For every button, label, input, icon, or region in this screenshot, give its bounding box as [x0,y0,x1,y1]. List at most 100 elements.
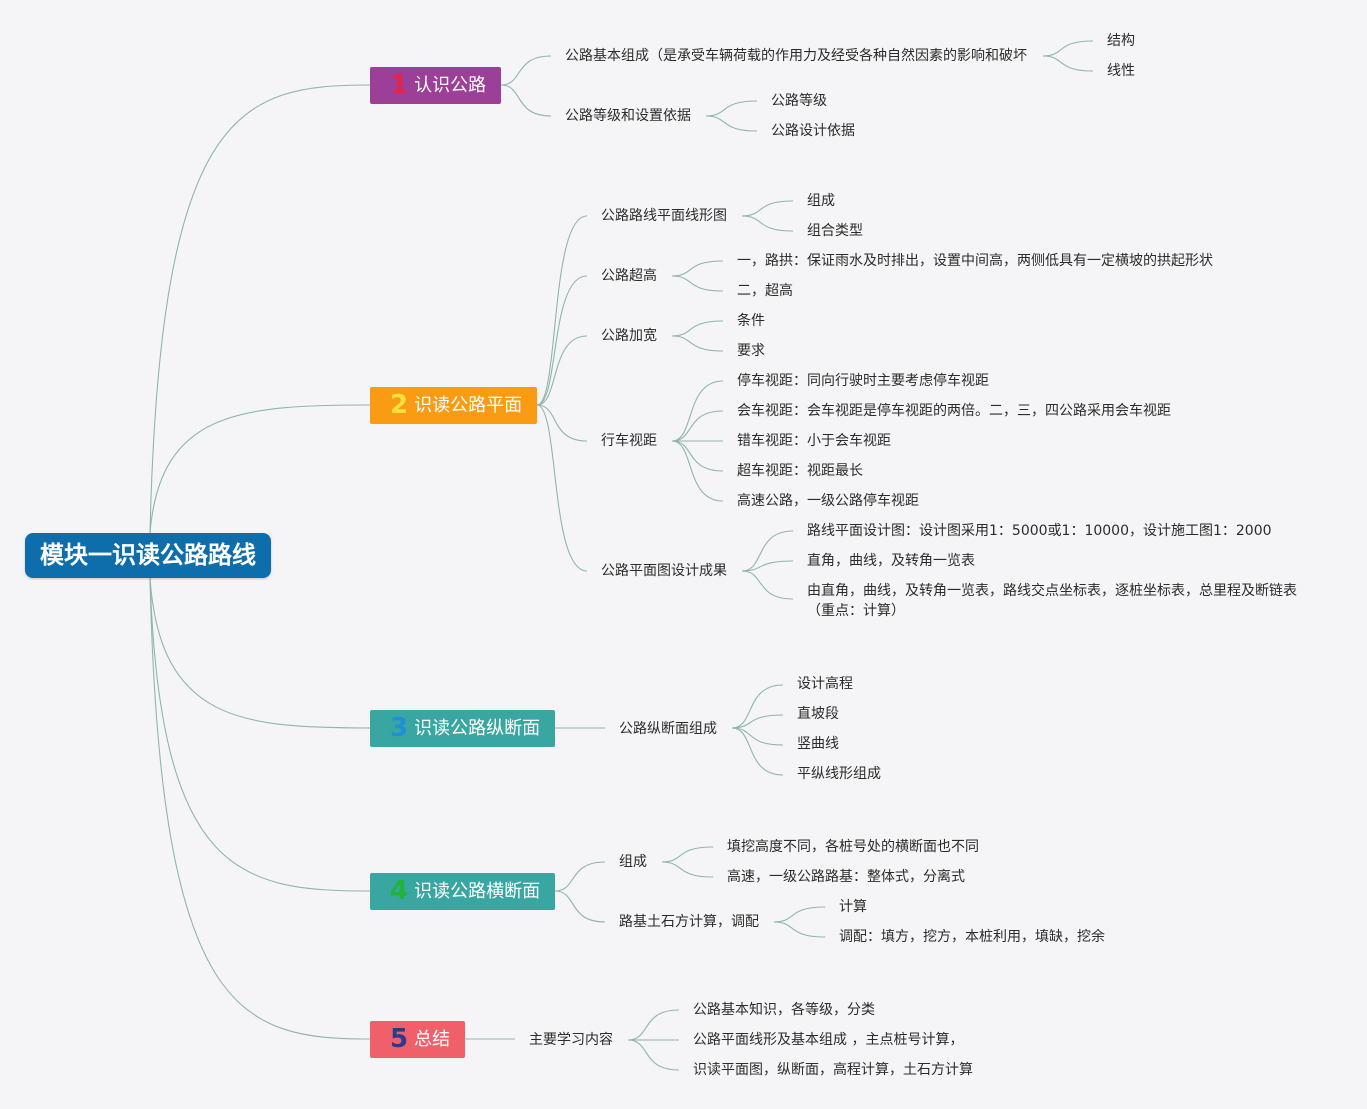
leaf-2-4-4[interactable]: 超车视距：视距最长 [737,463,863,479]
connector-36 [554,890,606,923]
leaf-2-5-3-note[interactable]: （重点：计算） [807,603,905,619]
connector-4 [149,577,371,1040]
topic-2-number: 2 [390,390,409,420]
topic-5-number: 5 [390,1024,409,1054]
topic-2-label: 识读公路平面 [414,395,523,416]
subtopic-2-1[interactable]: 公路路线平面线形图 [601,208,727,224]
connector-38 [661,861,714,878]
connector-0 [149,84,371,534]
connector-23 [671,410,724,442]
connector-3 [149,577,371,892]
subtopic-2-2[interactable]: 公路超高 [601,268,657,284]
connector-32 [731,714,784,729]
connector-18 [671,260,724,277]
connector-13 [536,335,588,406]
subtopic-4-1[interactable]: 组成 [619,854,647,870]
topic-1-label: 认识公路 [414,75,487,96]
leaf-2-2-1[interactable]: 一，路拱：保证雨水及时排出，设置中间高，两侧低具有一定横坡的拱起形状 [737,253,1213,269]
connector-29 [741,570,794,600]
leaf-2-3-1[interactable]: 条件 [737,313,765,329]
leaf-2-3-2[interactable]: 要求 [737,343,765,359]
connector-11 [536,215,588,406]
connector-17 [741,215,794,232]
subtopic-2-4[interactable]: 行车视距 [601,433,657,449]
root-topic[interactable]: 模块一识读公路路线 [25,533,271,578]
subtopic-4-2[interactable]: 路基土石方计算，调配 [619,914,759,930]
connector-16 [741,200,794,217]
leaf-2-5-1[interactable]: 路线平面设计图：设计图采用1：5000或1：10000，设计施工图1：2000 [807,523,1272,539]
leaf-1-1-2[interactable]: 线性 [1107,63,1135,79]
subtopic-2-5[interactable]: 公路平面图设计成果 [601,563,727,579]
leaf-3-1-3[interactable]: 竖曲线 [797,736,839,752]
connector-15 [536,404,588,572]
topic-1-number: 1 [390,70,409,100]
connector-10 [705,115,758,132]
connector-12 [536,275,588,406]
leaf-1-1-1[interactable]: 结构 [1107,33,1135,49]
leaf-2-4-1[interactable]: 停车视距：同向行驶时主要考虑停车视距 [737,373,989,389]
connector-37 [661,846,714,863]
topic-3-label: 识读公路纵断面 [414,718,541,739]
leaf-2-1-1[interactable]: 组成 [807,193,835,209]
subtopic-2-3[interactable]: 公路加宽 [601,328,657,344]
connector-27 [741,530,794,572]
connector-5 [500,55,552,86]
connector-21 [671,335,724,352]
connector-31 [731,684,784,729]
subtopic-1-1[interactable]: 公路基本组成（是承受车辆荷载的作用力及经受各种自然因素的影响和破坏 [565,48,1027,64]
connector-14 [536,404,588,442]
leaf-2-1-2[interactable]: 组合类型 [807,223,863,239]
leaf-4-2-1[interactable]: 计算 [839,899,867,915]
connector-20 [671,320,724,337]
connector-25 [671,440,724,472]
leaf-2-4-3[interactable]: 错车视距：小于会车视距 [737,433,891,449]
subtopic-3-1[interactable]: 公路纵断面组成 [619,721,717,737]
connector-9 [705,100,758,117]
leaf-2-5-3[interactable]: 由直角，曲线，及转角一览表，路线交点坐标表，逐桩坐标表，总里程及断链表 [807,583,1297,599]
leaf-2-4-2[interactable]: 会车视距：会车视距是停车视距的两倍。二，三，四公路采用会车视距 [737,403,1171,419]
leaf-2-5-2[interactable]: 直角，曲线，及转角一览表 [807,553,975,569]
connector-26 [671,440,724,502]
leaf-3-1-2[interactable]: 直坡段 [797,706,839,722]
subtopic-1-2[interactable]: 公路等级和设置依据 [565,108,691,124]
connector-40 [773,921,826,938]
subtopic-5-1[interactable]: 主要学习内容 [529,1032,613,1048]
connector-7 [1042,40,1094,57]
connector-2 [149,577,371,729]
topic-4-label: 识读公路横断面 [414,881,541,902]
connector-8 [1042,55,1094,72]
connector-22 [671,380,724,442]
connector-1 [149,404,371,534]
leaf-5-1-1[interactable]: 公路基本知识，各等级，分类 [693,1002,875,1018]
topic-4-number: 4 [390,876,409,906]
leaf-2-2-2[interactable]: 二，超高 [737,283,793,299]
connector-28 [741,560,794,572]
connector-44 [627,1039,680,1071]
leaf-4-2-2[interactable]: 调配：填方，挖方，本桩利用，填缺，挖余 [839,929,1105,945]
leaf-3-1-1[interactable]: 设计高程 [797,676,853,692]
leaf-3-1-4[interactable]: 平纵线形组成 [797,766,881,782]
connector-19 [671,275,724,292]
leaf-2-4-5[interactable]: 高速公路，一级公路停车视距 [737,493,919,509]
connector-39 [773,906,826,923]
leaf-4-1-1[interactable]: 填挖高度不同，各桩号处的横断面也不同 [727,839,979,855]
leaf-5-1-2[interactable]: 公路平面线形及基本组成 ，主点桩号计算， [693,1032,964,1048]
leaf-5-1-3[interactable]: 识读平面图，纵断面，高程计算，土石方计算 [693,1062,973,1078]
connector-42 [627,1009,680,1041]
connector-6 [500,84,552,117]
leaf-1-2-1[interactable]: 公路等级 [771,93,827,109]
connector-35 [554,861,606,892]
leaf-1-2-2[interactable]: 公路设计依据 [771,123,855,139]
connector-33 [731,727,784,746]
leaf-4-1-2[interactable]: 高速，一级公路路基：整体式，分离式 [727,869,965,885]
topic-3-number: 3 [390,713,409,743]
topic-5-label: 总结 [414,1029,451,1050]
connector-34 [731,727,784,776]
